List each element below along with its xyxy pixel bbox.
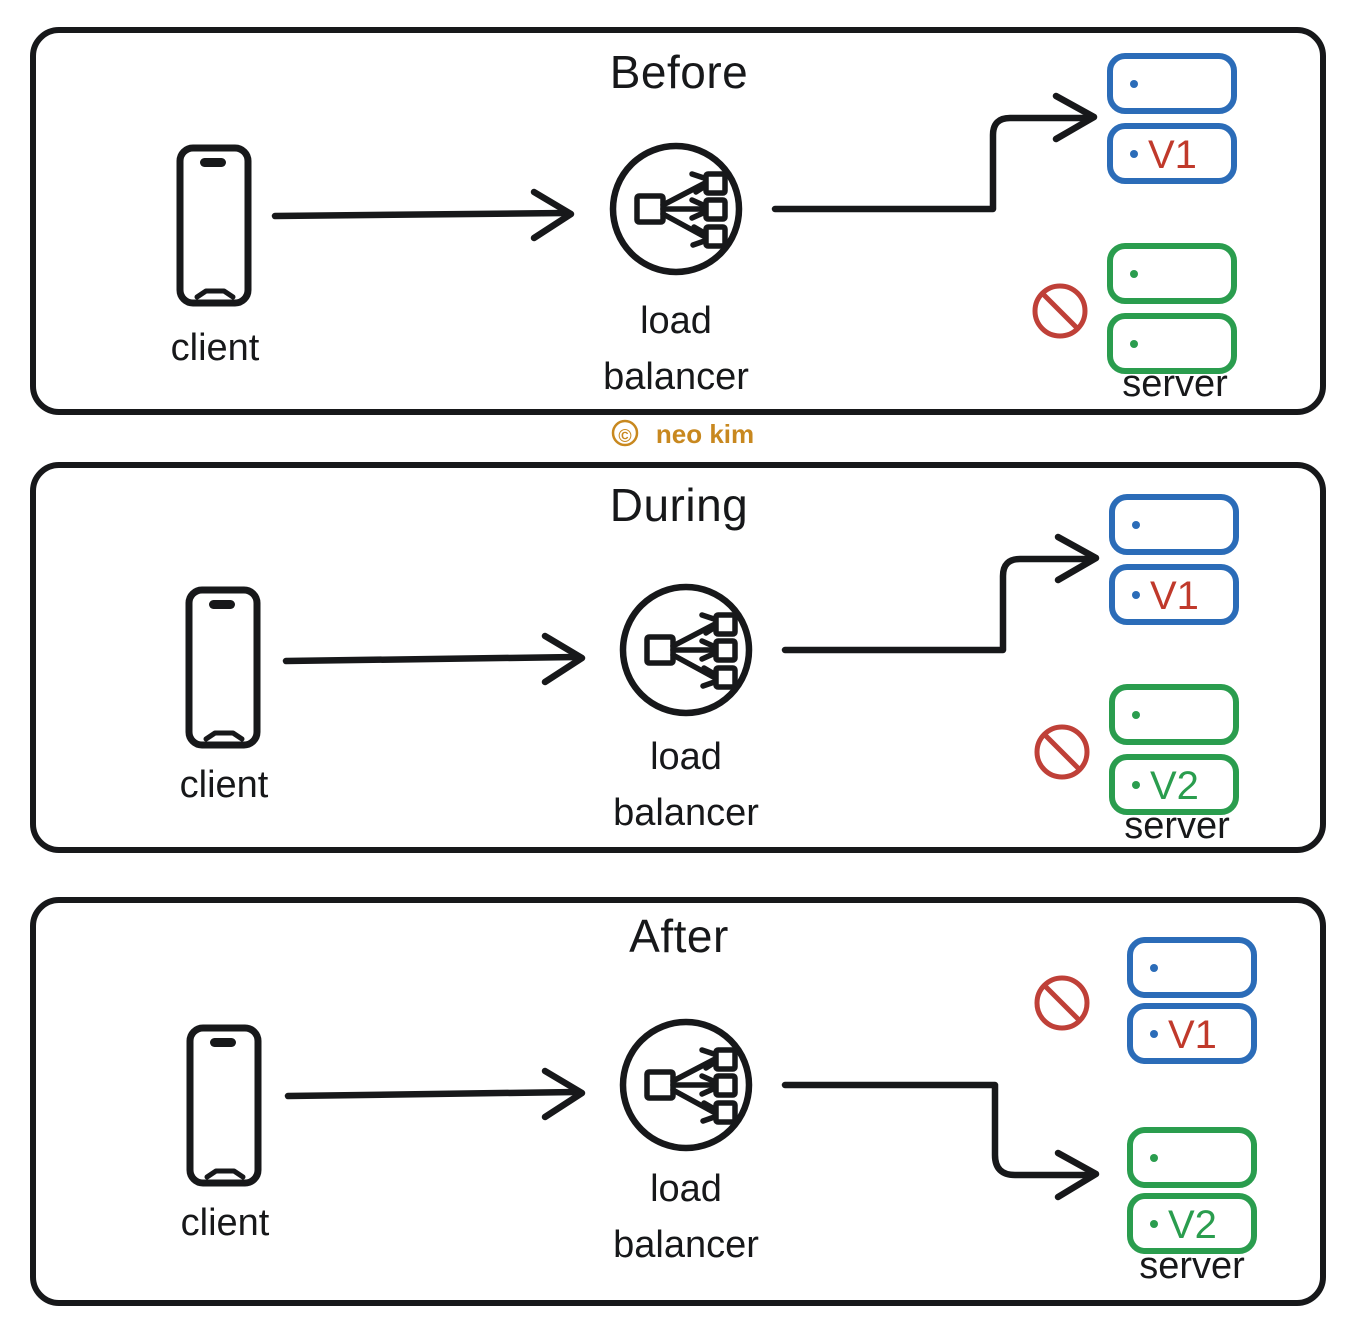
blue-server-group: V1 <box>1109 494 1239 625</box>
lb-to-green-server-arrow <box>781 1081 1100 1201</box>
client-phone-icon <box>186 1024 262 1187</box>
prohibition-icon <box>1032 283 1088 339</box>
server-box-green-top <box>1109 684 1239 745</box>
panel-before: Before client load balancer <box>30 27 1326 415</box>
client-label: client <box>171 327 260 369</box>
load-balancer-label-line1: load <box>650 1168 722 1210</box>
green-server-group <box>1107 243 1237 374</box>
server-box-blue-bottom <box>1127 1003 1257 1064</box>
prohibition-icon <box>1034 975 1090 1031</box>
green-server-group: V2 <box>1109 684 1239 815</box>
panel-border <box>30 27 1326 415</box>
load-balancer-icon <box>619 583 753 717</box>
client-to-lb-arrow <box>271 188 575 242</box>
panel-title: During <box>610 479 749 531</box>
server-box-green-top <box>1107 243 1237 304</box>
server-box-blue-bottom <box>1107 123 1237 184</box>
server-label: server <box>1124 805 1230 847</box>
watermark-text: neo kim <box>656 419 754 449</box>
server-box-green-bottom <box>1127 1193 1257 1254</box>
blue-server-group: V1 <box>1127 937 1257 1064</box>
panel-border <box>30 897 1326 1306</box>
lb-to-blue-server-arrow <box>781 533 1100 654</box>
blue-server-group: V1 <box>1107 53 1237 184</box>
version-label-v1: V1 <box>1168 1013 1217 1057</box>
client-label: client <box>180 764 269 806</box>
version-label-v2: V2 <box>1168 1203 1217 1247</box>
load-balancer-label-line2: balancer <box>613 792 759 834</box>
version-label-v1: V1 <box>1148 133 1197 177</box>
load-balancer-label-line2: balancer <box>613 1224 759 1266</box>
server-box-blue-top <box>1107 53 1237 114</box>
server-box-blue-bottom <box>1109 564 1239 625</box>
load-balancer-label-line2: balancer <box>603 356 749 398</box>
panel-border <box>30 462 1326 853</box>
watermark: © neo kim <box>611 419 754 449</box>
panel-during: During client load balancer <box>30 462 1326 853</box>
prohibition-icon <box>1034 724 1090 780</box>
server-box-green-bottom <box>1109 754 1239 815</box>
server-box-green-top <box>1127 1127 1257 1188</box>
client-phone-icon <box>185 586 261 749</box>
server-label: server <box>1122 363 1228 405</box>
version-label-v1: V1 <box>1150 574 1199 618</box>
panel-after: After client load balancer <box>30 897 1326 1306</box>
client-to-lb-arrow <box>282 632 586 686</box>
client-to-lb-arrow <box>284 1067 586 1121</box>
server-box-blue-top <box>1127 937 1257 998</box>
client-phone-icon <box>176 144 252 307</box>
load-balancer-icon <box>619 1018 753 1152</box>
load-balancer-label-line1: load <box>650 736 722 778</box>
server-box-green-bottom <box>1107 313 1237 374</box>
version-label-v2: V2 <box>1150 764 1199 808</box>
server-box-blue-top <box>1109 494 1239 555</box>
panel-title: Before <box>610 46 749 98</box>
server-label: server <box>1139 1245 1245 1287</box>
load-balancer-label-line1: load <box>640 300 712 342</box>
copyright-icon: © <box>618 426 631 446</box>
green-server-group: V2 <box>1127 1127 1257 1254</box>
lb-to-blue-server-arrow <box>771 92 1098 213</box>
panel-title: After <box>629 910 729 962</box>
client-label: client <box>181 1202 270 1244</box>
load-balancer-icon <box>609 142 743 276</box>
